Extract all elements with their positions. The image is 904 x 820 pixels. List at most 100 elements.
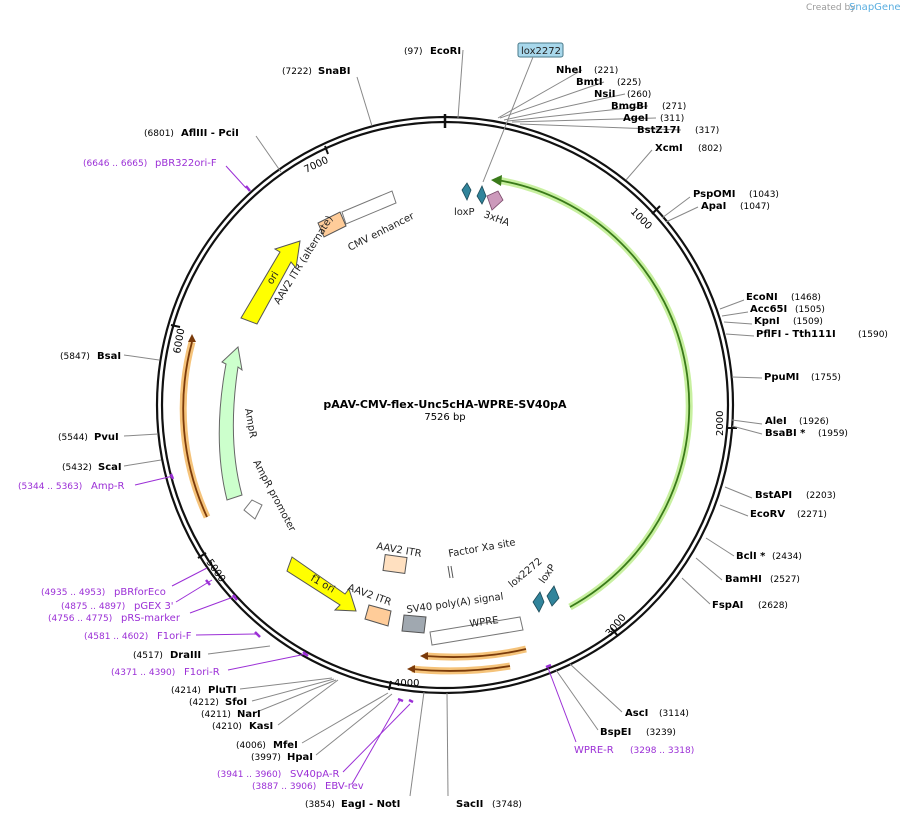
lox2272-bottom-marker bbox=[532, 591, 545, 613]
enzyme-apai: ApaI bbox=[701, 201, 726, 212]
wpre-label: WPRE bbox=[469, 615, 499, 630]
created-by-text: Created by bbox=[806, 3, 856, 13]
enzyme-pos-bmgbi: (271) bbox=[662, 102, 686, 112]
enzyme-pos-agei: (311) bbox=[660, 114, 684, 124]
enzyme-bmgbi: BmgBI bbox=[611, 101, 648, 112]
enzyme-nari: NarI bbox=[237, 709, 261, 720]
primer-pos-f1ori-f: (4581 .. 4602) bbox=[84, 632, 148, 642]
enzyme-bsai: BsaI bbox=[97, 351, 121, 362]
lox2272-top-label: lox2272 bbox=[521, 46, 561, 57]
enzyme-pos-bsai: (5847) bbox=[60, 352, 90, 362]
enzyme-ppumi: PpuMI bbox=[764, 372, 799, 383]
primer-pbr322ori-f: pBR322ori-F bbox=[155, 158, 217, 169]
enzyme-pos-acc65i: (1505) bbox=[795, 305, 825, 315]
enzyme-hpai: HpaI bbox=[287, 752, 313, 763]
loxp-top-label: loxP bbox=[454, 207, 475, 218]
ori-arrow bbox=[240, 240, 301, 325]
tick-label-6000: 6000 bbox=[172, 328, 187, 355]
enzyme-pflfi-tth111i: PflFI - Tth111I bbox=[756, 329, 836, 340]
enzyme-draiii: DraIII bbox=[170, 650, 201, 661]
enzyme-pos-bcli: (2434) bbox=[772, 552, 802, 562]
ampr-orange-arrow bbox=[182, 341, 208, 518]
enzyme-snabi: SnaBI bbox=[318, 66, 350, 77]
enzyme-pos-pspomi: (1043) bbox=[749, 190, 779, 200]
enzyme-bspei: BspEI bbox=[600, 727, 631, 738]
enzyme-sfoi: SfoI bbox=[225, 697, 247, 708]
loxp-top-marker bbox=[461, 182, 472, 201]
plasmid-size: 7526 bp bbox=[424, 412, 465, 423]
tick-mark-4000 bbox=[388, 680, 392, 691]
ampr-promoter-marker bbox=[243, 499, 263, 520]
enzyme-pos-ecori: (97) bbox=[404, 47, 422, 57]
enzyme-xcmi: XcmI bbox=[655, 143, 683, 154]
enzyme-pos-sfoi: (4212) bbox=[189, 698, 219, 708]
enzyme-pos-apai: (1047) bbox=[740, 202, 770, 212]
enzyme-pos-bstapi: (2203) bbox=[806, 491, 836, 501]
lox2272-top-marker bbox=[476, 185, 487, 205]
tick-mark-3000 bbox=[610, 627, 619, 637]
lox2272-top-box bbox=[517, 42, 564, 58]
itr-alt-box bbox=[317, 211, 347, 238]
enzyme-eagi-noti: EagI - NotI bbox=[341, 799, 400, 810]
primer-pos-sv40pa-r: (3941 .. 3960) bbox=[217, 770, 281, 780]
enzyme-pos-bspei: (3239) bbox=[646, 728, 676, 738]
primer-amp-r: Amp-R bbox=[91, 481, 125, 492]
enzyme-bsabi: BsaBI * bbox=[765, 428, 806, 439]
enzyme-pos-nsii: (260) bbox=[627, 90, 651, 100]
primer-wpre-r: WPRE-R bbox=[574, 745, 614, 756]
tick-label-2000: 2000 bbox=[715, 411, 726, 436]
primer-pos-pgex3: (4875 .. 4897) bbox=[61, 602, 125, 612]
ampr-promoter-label: AmpR promoter bbox=[250, 458, 297, 534]
enzyme-alei: AleI bbox=[765, 416, 787, 427]
enzyme-ecori: EcoRI bbox=[430, 46, 461, 57]
wpre-box bbox=[429, 616, 524, 646]
enzyme-econi: EcoNI bbox=[746, 292, 778, 303]
primer-pos-wpre-r: (3298 .. 3318) bbox=[630, 746, 694, 756]
enzyme-bstapi: BstAPI bbox=[755, 490, 792, 501]
enzyme-sacii: SacII bbox=[456, 799, 483, 810]
enzyme-kpni: KpnI bbox=[754, 316, 780, 327]
tick-mark-5000 bbox=[197, 552, 207, 559]
insert-arrow-head bbox=[491, 175, 502, 186]
ampr-arrow bbox=[218, 346, 243, 501]
enzyme-pos-kpni: (1509) bbox=[793, 317, 823, 327]
primer-pbrforeco: pBRforEco bbox=[114, 587, 166, 598]
enzyme-pos-pflfi-tth111i: (1590) bbox=[858, 330, 888, 340]
enzyme-bamhi: BamHI bbox=[725, 574, 762, 585]
enzyme-pos-snabi: (7222) bbox=[282, 67, 312, 77]
primer-ticks bbox=[169, 185, 552, 704]
bottom-orange-arrow-1 bbox=[424, 648, 527, 658]
primer-pos-prs-marker: (4756 .. 4775) bbox=[48, 614, 112, 624]
tick-mark-1000 bbox=[651, 205, 661, 215]
itr2-box bbox=[364, 604, 392, 627]
enzyme-pos-bmti: (225) bbox=[617, 78, 641, 88]
enzyme-pos-mfei: (4006) bbox=[236, 741, 266, 751]
enzyme-pos-alei: (1926) bbox=[799, 417, 829, 427]
tick-mark-6000 bbox=[170, 324, 181, 328]
enzyme-pos-asci: (3114) bbox=[659, 709, 689, 719]
cmv-enhancer-box bbox=[341, 190, 397, 225]
ha-label: 3xHA bbox=[482, 209, 511, 229]
ampr-label: AmpR bbox=[242, 408, 258, 439]
insert-arrow bbox=[496, 179, 691, 608]
enzyme-bcli: BclI * bbox=[736, 551, 766, 562]
enzyme-pos-scai: (5432) bbox=[62, 463, 92, 473]
bottom-orange-arrow-1-head bbox=[420, 652, 428, 660]
sv40-box bbox=[401, 614, 427, 634]
enzyme-pos-hpai: (3997) bbox=[251, 753, 281, 763]
enzyme-acc65i: Acc65I bbox=[750, 304, 787, 315]
enzyme-afliii-pcii: AflIII - PciI bbox=[181, 128, 239, 139]
snapgene-brand: SnapGene bbox=[849, 2, 901, 13]
enzyme-pos-sacii: (3748) bbox=[492, 800, 522, 810]
enzyme-nhei: NheI bbox=[556, 65, 582, 76]
enzyme-mfei: MfeI bbox=[273, 740, 298, 751]
primer-prs-marker: pRS-marker bbox=[121, 613, 181, 624]
primer-f1ori-f: F1ori-F bbox=[157, 631, 192, 642]
enzyme-pos-eagi-noti: (3854) bbox=[305, 800, 335, 810]
enzyme-pos-ppumi: (1755) bbox=[811, 373, 841, 383]
enzyme-kasi: KasI bbox=[249, 721, 273, 732]
ampr-orange-arrow-head bbox=[188, 334, 196, 342]
enzyme-pos-afliii-pcii: (6801) bbox=[144, 129, 174, 139]
enzyme-pvui: PvuI bbox=[94, 432, 119, 443]
